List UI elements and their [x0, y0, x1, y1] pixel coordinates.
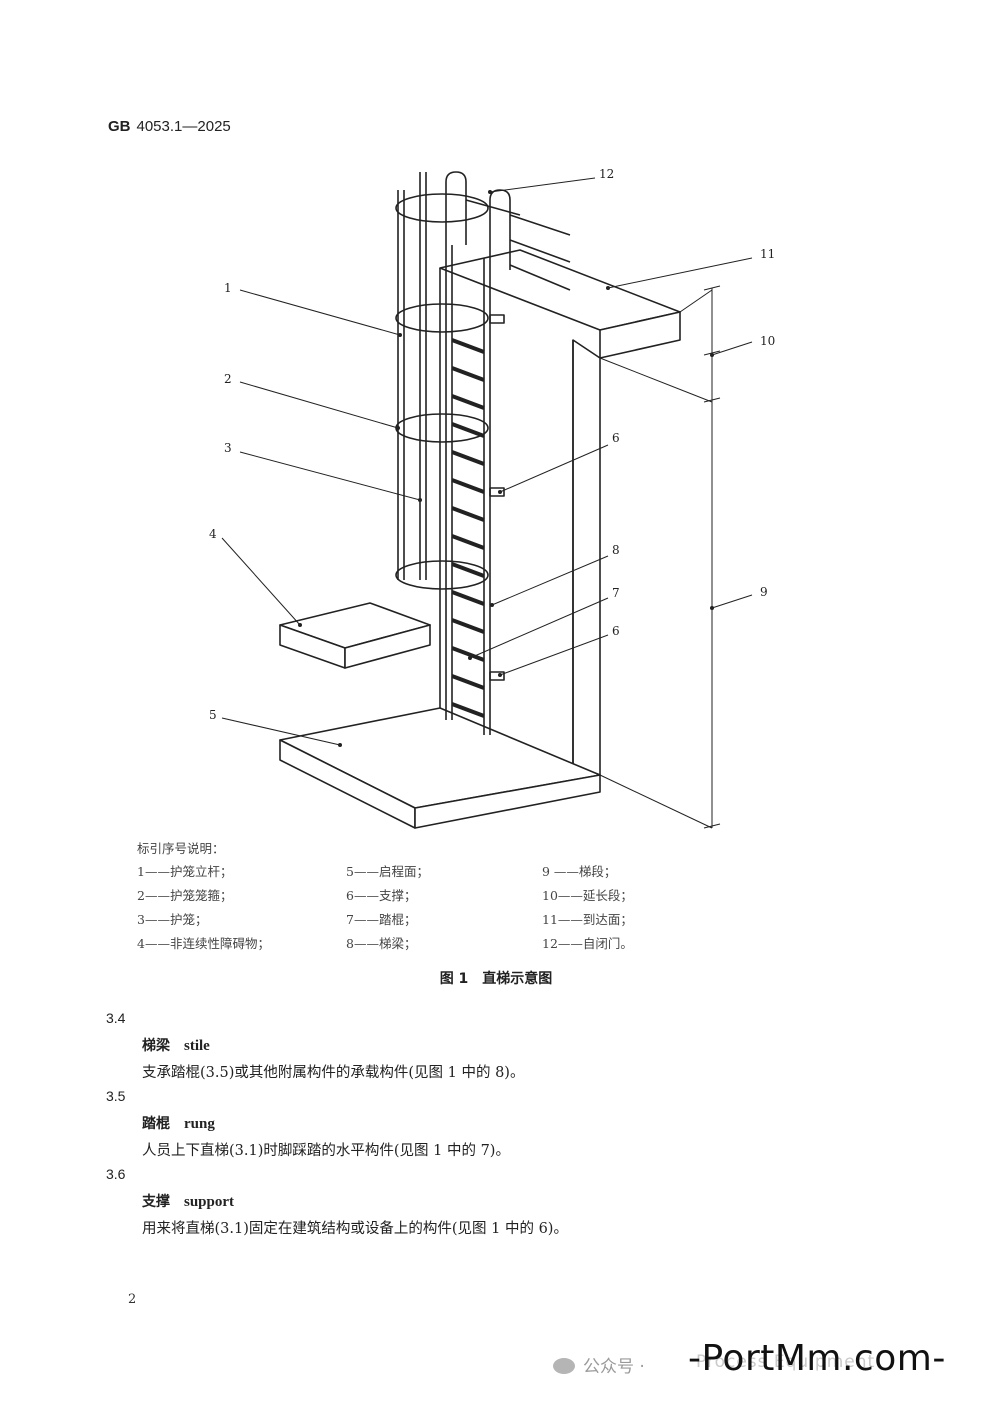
term-en: stile [184, 1038, 210, 1054]
callout-8: 8 [612, 543, 620, 557]
term-definition: 支承踏棍(3.5)或其他附属构件的承载构件(见图 1 中的 8)。 [142, 1065, 525, 1081]
callout-3: 3 [224, 441, 232, 455]
callout-6-lower: 6 [612, 624, 620, 638]
section-number: 3.4 [106, 1010, 126, 1026]
callout-7: 7 [612, 586, 620, 600]
legend-item: 3——护笼； [137, 912, 208, 927]
obstacle-slab-side [344, 624, 431, 669]
legend-item: 7——踏棍； [346, 912, 417, 927]
term-cn: 支撑 [142, 1194, 170, 1210]
legend-item: 12——自闭门。 [542, 936, 633, 951]
cage-hoop [395, 193, 489, 223]
page-number: 2 [128, 1292, 137, 1307]
term-en: support [184, 1194, 235, 1210]
legend-item: 2——护笼笼箍； [137, 888, 233, 903]
callout-5: 5 [209, 708, 217, 722]
wechat-watermark: 公众号 · [553, 1352, 645, 1377]
wechat-label: 公众号 · [583, 1357, 645, 1377]
legend-item: 9 ——梯段； [542, 864, 617, 879]
callout-11: 11 [760, 247, 775, 261]
standard-prefix: GB [108, 118, 131, 135]
legend-item: 6——支撑； [346, 888, 417, 903]
legend-item: 8——梯梁； [346, 936, 417, 951]
upper-landing-front [599, 311, 681, 359]
standard-code: 4053.1—2025 [136, 118, 231, 135]
figure-caption: 图 1 直梯示意图 [439, 971, 553, 987]
callout-2: 2 [224, 372, 232, 386]
support-bracket [489, 314, 505, 324]
rung [451, 338, 485, 354]
legend-item: 1——护笼立杆； [137, 864, 233, 879]
term-heading: 梯梁 stile [142, 1035, 210, 1055]
callout-10: 10 [760, 334, 775, 348]
legend-title: 标引序号说明： [137, 841, 225, 856]
term-definition: 用来将直梯(3.1)固定在建筑结构或设备上的构件(见图 1 中的 6)。 [142, 1221, 568, 1237]
section-number: 3.6 [106, 1166, 126, 1182]
section-number: 3.5 [106, 1088, 126, 1104]
faint-watermark: Process Equipment [696, 1352, 876, 1372]
term-cn: 梯梁 [142, 1038, 170, 1054]
standard-header: GB 4053.1—2025 [108, 118, 231, 135]
term-en: rung [184, 1116, 215, 1132]
ladder-diagram: 1 2 3 4 5 6 6 7 8 9 10 11 12 [209, 167, 775, 829]
legend-item: 5——启程面； [346, 864, 429, 879]
callout-4: 4 [209, 527, 217, 541]
term-definition: 人员上下直梯(3.1)时脚踩踏的水平构件(见图 1 中的 7)。 [142, 1143, 510, 1159]
term-cn: 踏棍 [142, 1116, 170, 1132]
legend-item: 10——延长段； [542, 888, 633, 903]
legend-item: 11——到达面； [542, 912, 633, 927]
lower-landing-side [414, 774, 601, 829]
wall-face [572, 339, 601, 776]
legend-item: 4——非连续性障碍物； [137, 936, 270, 951]
site-watermark: -PortMm.com- [688, 1338, 946, 1379]
wechat-icon [553, 1358, 575, 1374]
callout-1: 1 [224, 281, 232, 295]
callout-9: 9 [760, 585, 768, 599]
term-heading: 踏棍 rung [142, 1113, 215, 1133]
upper-landing-slab [439, 249, 681, 331]
term-heading: 支撑 support [142, 1191, 234, 1211]
callout-12: 12 [599, 167, 614, 181]
callout-6-upper: 6 [612, 431, 620, 445]
